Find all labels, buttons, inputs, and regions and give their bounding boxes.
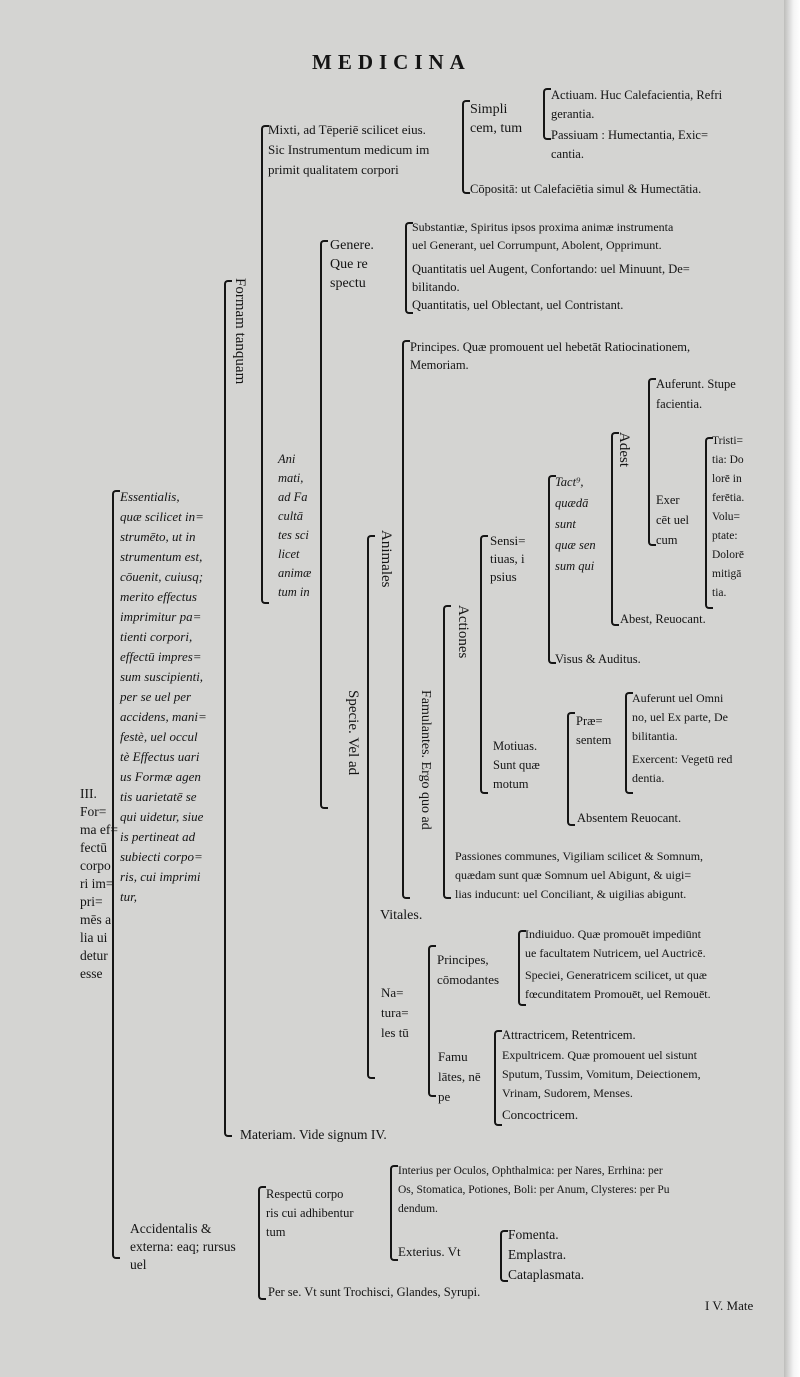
auferunt-omnino-text: Auferunt uel Omni no, uel Ex parte, De b…: [632, 691, 728, 743]
essentialis-text: Essentialis, quæ scilicet in= strumēto, …: [120, 489, 207, 904]
respectu-label: Respectū corpo ris cui adhibentur tum: [266, 1187, 354, 1239]
specie-label: Specie. Vel ad: [345, 690, 361, 776]
motiuas-label: Motiuas. Sunt quæ motum: [493, 739, 540, 791]
absentem-text: Absentem Reuocant.: [577, 811, 682, 825]
actiuam-text: Actiuam. Huc Calefacientia, Refri gerant…: [551, 88, 723, 121]
bracket-sensitiuas: [548, 475, 556, 664]
composita-text: Cōpositā: ut Calefaciētia simul & Humect…: [470, 182, 702, 196]
bracket-genere: [405, 222, 413, 314]
exterius-label: Exterius. Vt: [398, 1244, 461, 1259]
mixti-text: Mixti, ad Tēperiē scilicet eius. Sic Ins…: [268, 122, 430, 177]
bracket-specie: [367, 535, 375, 1079]
bracket-exercet: [705, 437, 713, 609]
per-se-text: Per se. Vt sunt Trochisci, Glandes, Syru…: [268, 1285, 481, 1299]
bracket-exterius: [500, 1230, 508, 1282]
page-edge: [784, 0, 800, 1377]
materiam-text: Materiam. Vide signum IV.: [240, 1127, 387, 1142]
bracket-animati: [320, 240, 328, 809]
bracket-accidentalis: [258, 1186, 266, 1300]
fomenta-list: Fomenta. Emplastra. Cataplasmata.: [508, 1227, 585, 1282]
expultricem-text: Expultricem. Quæ promouent uel sistunt S…: [502, 1048, 701, 1100]
famulantes-nempe-label: Famu lātes, nē pe: [438, 1049, 481, 1104]
bracket-essentialis: [224, 280, 232, 1137]
indiuiduo-text: Indiuiduo. Quæ promouēt impediūnt ue fac…: [525, 927, 706, 960]
bracket-motiuas: [567, 712, 575, 826]
bracket-formam: [261, 125, 269, 604]
bracket-naturales: [428, 945, 436, 1097]
bracket-adest: [648, 378, 656, 546]
concoctricem-text: Concoctricem.: [502, 1107, 579, 1122]
bracket-simplicem: [543, 88, 551, 140]
accidentalis-text: Accidentalis & externa: eaq; rursus uel: [130, 1221, 236, 1272]
tactus-text: Tact⁹, quædā sunt quæ sen sum qui: [555, 475, 596, 573]
abest-text: Abest, Reuocant.: [620, 612, 706, 626]
bracket-forma: [112, 490, 120, 1259]
naturales-label: Na= tura= les tū: [381, 985, 409, 1040]
exercent-text: Exercent: Vegetū red dentia.: [632, 752, 733, 785]
speciei-text: Speciei, Generatricem scilicet, ut quæ f…: [525, 968, 711, 1001]
sensitiuas-label: Sensi= tiuas, i psius: [490, 533, 526, 584]
actiones-label: Actiones: [455, 605, 471, 659]
bracket-mixti: [462, 100, 470, 194]
quantitatis-augent-text: Quantitatis uel Augent, Confortando: uel…: [412, 262, 690, 294]
principes-comodantes-label: Principes, cōmodantes: [437, 952, 500, 987]
bracket-famulantes2: [494, 1030, 502, 1126]
praesentem-label: Præ= sentem: [576, 714, 612, 747]
visus-auditus-text: Visus & Auditus.: [555, 652, 641, 666]
animales-label: Animales: [378, 530, 394, 588]
substantiae-text: Substantiæ, Spiritus ipsos proxima animæ…: [412, 220, 674, 252]
page-title: MEDICINA: [312, 50, 471, 74]
animati-text: Ani mati, ad Fa cultā tes sci licet anim…: [278, 452, 312, 599]
bracket-respectu: [390, 1165, 398, 1261]
bracket-famulantes: [443, 605, 451, 899]
vitales-label: Vitales.: [380, 908, 423, 923]
passiuam-text: Passiuam : Humectantia, Exic= cantia.: [551, 128, 709, 161]
attractricem-text: Attractricem, Retentricem.: [502, 1028, 636, 1042]
bracket-actiones: [480, 535, 488, 794]
passiones-text: Passiones communes, Vigiliam scilicet & …: [455, 849, 704, 901]
interius-text: Interius per Oculos, Ophthalmica: per Na…: [398, 1165, 670, 1215]
principes-ratiocinatio-text: Principes. Quæ promouent uel hebetāt Rat…: [410, 340, 691, 372]
catchword: I V. Mate: [705, 1298, 754, 1313]
genere-label: Genere. Que re spectu: [330, 238, 374, 291]
bracket-principes: [518, 930, 526, 1006]
adest-label: Adest: [616, 432, 632, 467]
forma-effectu-label: III. For= ma ef= fectū corpo ri im= pri=…: [80, 786, 118, 981]
bracket-animales: [402, 340, 410, 899]
formam-label: Formam tanquam: [232, 278, 248, 385]
auferunt-stupefacientia-text: Auferunt. Stupe facientia.: [656, 377, 736, 411]
bracket-praesentem: [625, 692, 633, 794]
exercet-label: Exer cēt uel cum: [656, 493, 689, 547]
simplicem-label: Simpli cem, tum: [470, 102, 523, 136]
famulantes-label: Famulantes. Ergo quo ad: [418, 690, 433, 830]
bracket-tactus: [611, 432, 619, 626]
quantitatis-oblectant-text: Quantitatis, uel Oblectant, uel Contrist…: [412, 298, 624, 312]
tristitia-voluptate-text: Tristi= tia: Do lorē in ferētia. Volu= p…: [712, 435, 745, 599]
